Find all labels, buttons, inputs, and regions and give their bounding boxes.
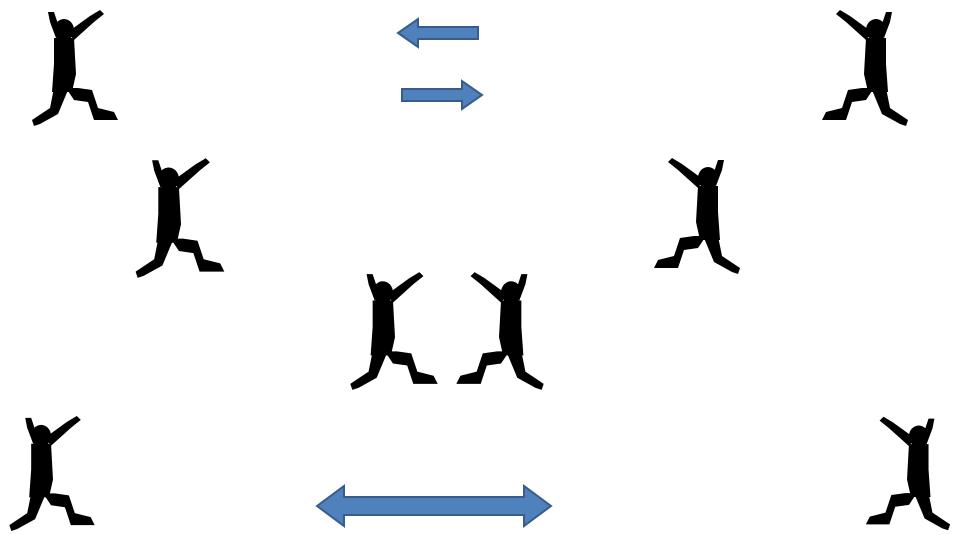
figure-mid-right [646, 152, 746, 278]
jumping-person-icon [654, 158, 740, 274]
arrow-double [314, 482, 554, 530]
jumping-person-icon [9, 415, 95, 532]
figure-center-left [344, 266, 446, 394]
arrow-right [398, 78, 484, 112]
arrow-left-icon [396, 17, 479, 49]
jumping-person-icon [32, 10, 118, 126]
arrow-right-icon [401, 79, 484, 111]
jumping-person-icon [865, 416, 951, 531]
jumping-person-icon [135, 158, 225, 278]
figure-top-left [24, 4, 128, 130]
double-headed-arrow-icon [315, 484, 553, 528]
figure-bottom-left [2, 410, 104, 535]
jumping-person-icon [350, 272, 438, 390]
figure-mid-left [130, 152, 232, 282]
jumping-person-icon [822, 10, 908, 126]
arrow-left [396, 16, 482, 50]
jumping-person-icon [456, 272, 544, 390]
figure-center-right [448, 266, 550, 394]
figure-bottom-right [860, 410, 954, 535]
figure-top-right [814, 4, 914, 130]
